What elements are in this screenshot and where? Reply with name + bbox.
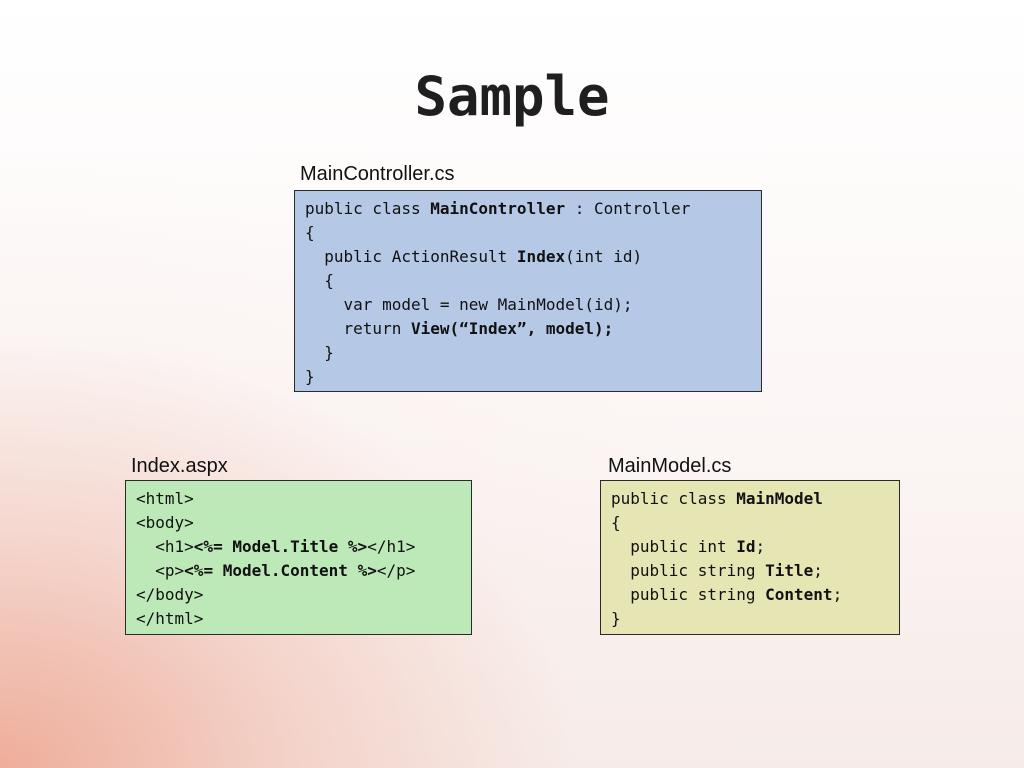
code-text: {: [305, 223, 315, 242]
code-line: <h1><%= Model.Title %></h1>: [136, 535, 471, 559]
code-line: public ActionResult Index(int id): [305, 245, 761, 269]
code-text: ;: [813, 561, 823, 580]
code-line: public int Id;: [611, 535, 899, 559]
code-line: <html>: [136, 487, 471, 511]
code-line: var model = new MainModel(id);: [305, 293, 761, 317]
code-text: return: [305, 319, 411, 338]
code-line: }: [305, 365, 761, 389]
code-keyword-bold: Title: [765, 561, 814, 580]
code-keyword-bold: Content: [765, 585, 833, 604]
slide-title: Sample: [414, 65, 610, 128]
code-text: public int: [611, 537, 737, 556]
code-keyword-bold: View(“Index”, model);: [410, 319, 614, 338]
model-filename-label: MainModel.cs: [608, 455, 732, 477]
code-text: public ActionResult: [305, 247, 517, 266]
code-keyword-bold: Index: [516, 247, 566, 266]
code-line: </body>: [136, 583, 471, 607]
code-text: public string: [611, 585, 766, 604]
code-text: (int id): [565, 247, 643, 266]
code-keyword-bold: <%= Model.Title %>: [193, 537, 368, 556]
code-text: ;: [832, 585, 843, 604]
code-text: <body>: [136, 513, 194, 532]
code-line: {: [611, 511, 899, 535]
code-line: <body>: [136, 511, 471, 535]
view-filename-label: Index.aspx: [131, 455, 228, 477]
code-line: return View(“Index”, model);: [305, 317, 761, 341]
code-line: {: [305, 269, 761, 293]
code-line: public string Content;: [611, 583, 899, 607]
view-code-block: <html> <body> <h1><%= Model.Title %></h1>…: [125, 480, 472, 635]
code-line: <p><%= Model.Content %></p>: [136, 559, 471, 583]
code-line: public string Title;: [611, 559, 899, 583]
code-keyword-bold: <%= Model.Content %>: [184, 561, 377, 580]
code-text: <p>: [136, 561, 185, 580]
controller-code-block: public class MainController : Controller…: [294, 190, 762, 392]
code-keyword-bold: Id: [736, 537, 756, 556]
code-text: <html>: [136, 489, 194, 508]
code-text: ;: [755, 537, 766, 556]
model-code-block: public class MainModel { public int Id; p…: [600, 480, 900, 635]
code-text: public class: [611, 489, 737, 508]
code-text: public string: [611, 561, 766, 580]
code-text: var model = new MainModel(id);: [305, 295, 633, 314]
code-text: </html>: [136, 609, 204, 628]
controller-filename-label: MainController.cs: [300, 163, 455, 185]
code-line: public class MainModel: [611, 487, 899, 511]
code-text: </p>: [376, 561, 416, 580]
code-line: </html>: [136, 607, 471, 631]
code-text: </body>: [136, 585, 204, 604]
code-text: {: [611, 513, 621, 532]
code-text: {: [305, 271, 334, 290]
code-text: }: [611, 609, 621, 628]
code-text: : Controller: [565, 199, 691, 218]
code-line: }: [305, 341, 761, 365]
code-text: }: [305, 343, 334, 362]
code-keyword-bold: MainController: [430, 199, 566, 218]
code-text: }: [305, 367, 315, 386]
code-text: </h1>: [367, 537, 416, 556]
code-text: <h1>: [136, 537, 194, 556]
code-text: public class: [305, 199, 431, 218]
code-keyword-bold: MainModel: [736, 489, 823, 508]
code-line: }: [611, 607, 899, 631]
code-line: public class MainController : Controller: [305, 197, 761, 221]
code-line: {: [305, 221, 761, 245]
